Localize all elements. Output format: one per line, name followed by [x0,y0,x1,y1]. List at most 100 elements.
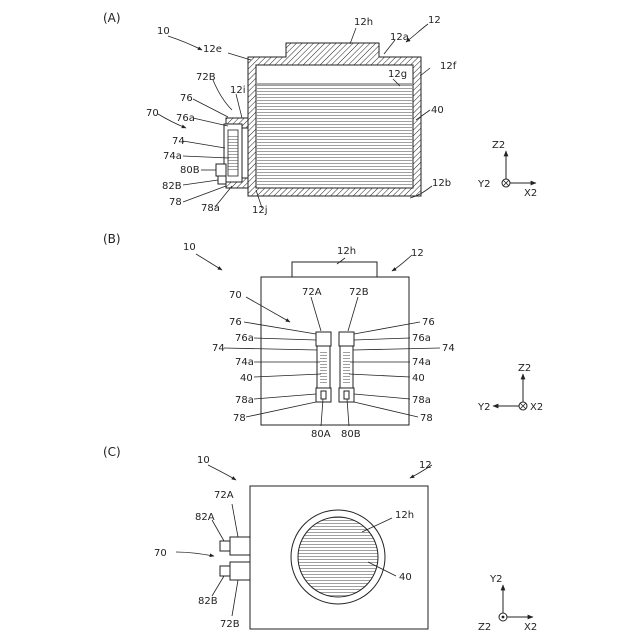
label-a-12b: 12b [432,178,451,189]
leader-a-74 [183,141,225,148]
leader-b-74-r [353,348,440,350]
label-c-12: 12 [419,460,432,471]
label-a-12a: 12a [390,32,409,43]
leader-b-40-r [349,374,410,377]
leader-b-72b [348,297,358,331]
label-a-12i: 12i [230,85,246,96]
leader-b-80a [321,399,323,426]
label-b-76-r: 76 [422,317,435,328]
label-c-12h: 12h [395,510,414,521]
label-a-78: 78 [169,197,182,208]
axis-c-out-dot [502,616,505,619]
leader-b-40-l [254,374,321,377]
leader-b-78a-l [254,394,316,399]
leader-a-82b [183,180,218,185]
leader-b-70 [246,297,290,322]
label-a-74: 74 [172,136,185,147]
label-c-40: 40 [399,572,412,583]
leader-b-80b [347,399,349,426]
label-b-72a: 72A [302,287,322,298]
label-a-12f: 12f [440,61,457,72]
terminal-82b-a [218,176,226,184]
sensor-assembly-a [216,118,248,188]
liquid-72a-b [320,350,327,384]
label-b-76-l: 76 [229,317,242,328]
label-a-82b: 82B [162,181,182,192]
label-a-12: 12 [428,15,441,26]
leader-b-76a-l [254,338,316,340]
axis-c-up-label: Y2 [489,574,502,585]
axis-b-up-label: Z2 [518,363,531,374]
sensor-72a-b [316,332,331,402]
label-a-72b: 72B [196,72,216,83]
label-a-76a: 76a [176,113,195,124]
leader-a-12i [236,94,242,118]
label-a-12h: 12h [354,17,373,28]
axis-a-right-label: X2 [524,188,537,199]
label-b-74-l: 74 [212,343,225,354]
leader-b-78-l [246,402,316,417]
label-b-10: 10 [183,242,196,253]
axis-b-left-label: Y2 [477,402,490,413]
axes-a: Z2 X2 Y2 [477,140,537,199]
axis-b-out-label: X2 [530,402,543,413]
label-a-12j: 12j [252,205,268,216]
label-c-82b: 82B [198,596,218,607]
leader-b-78a-r [354,394,410,399]
axes-b: Z2 Y2 X2 [477,363,543,413]
label-b-40-l: 40 [240,373,253,384]
leader-c-70 [176,552,214,556]
axes-c: Y2 X2 Z2 [478,574,537,633]
label-a-12e: 12e [203,44,222,55]
label-b-72b: 72B [349,287,369,298]
panel-b-title: (B) [103,232,121,246]
electrode-80a-b [321,391,326,399]
sensor-liquid-a [228,136,238,172]
top-cap-72a-b [316,332,331,346]
label-b-76a-r: 76a [412,333,431,344]
sensor-72b-b [339,332,354,402]
terminal-82a-c [220,541,230,551]
leader-b-10 [196,254,222,270]
label-b-40-r: 40 [412,373,425,384]
label-b-74a-l: 74a [235,357,254,368]
axis-c-out-label: Z2 [478,622,491,633]
leader-a-74a [183,156,229,158]
leader-b-76-l [244,322,316,334]
top-cap-72b-b [339,332,354,346]
label-c-82a: 82A [195,512,215,523]
tank-outline-b [261,277,409,425]
label-a-78a: 78a [201,203,220,214]
label-c-70: 70 [154,548,167,559]
cap-12h-b [292,262,377,277]
electrode-80b-b [344,391,349,399]
label-b-76a-l: 76a [235,333,254,344]
panel-c-title: (C) [103,445,121,459]
label-b-80a: 80A [311,429,331,440]
leader-a-12 [406,24,428,42]
leader-c-10 [208,465,236,480]
leader-b-76a-r [354,338,410,340]
tank-a [248,43,421,196]
leader-b-12 [392,255,412,271]
terminal-80b-a [216,164,226,176]
label-a-40: 40 [431,105,444,116]
opening-12h-c [298,517,378,597]
leader-a-76a [193,118,228,126]
label-b-78a-r: 78a [412,395,431,406]
leader-b-72a [311,297,321,331]
leader-c-72a [232,504,238,537]
label-c-10: 10 [197,455,210,466]
leader-b-74-l [224,348,317,350]
leader-a-12h [350,28,356,44]
label-a-80b: 80B [180,165,200,176]
label-a-76: 76 [180,93,193,104]
axis-a-out-label: Y2 [477,179,490,190]
label-a-74a: 74a [163,151,182,162]
liquid-72b-b [343,350,350,384]
panel-b: (B) [103,232,543,440]
panel-c: (C) 10 12 72A 82A 12h 70 40 82B 72B [103,445,537,633]
label-b-78-r: 78 [420,413,433,424]
leader-c-82a [212,520,224,541]
